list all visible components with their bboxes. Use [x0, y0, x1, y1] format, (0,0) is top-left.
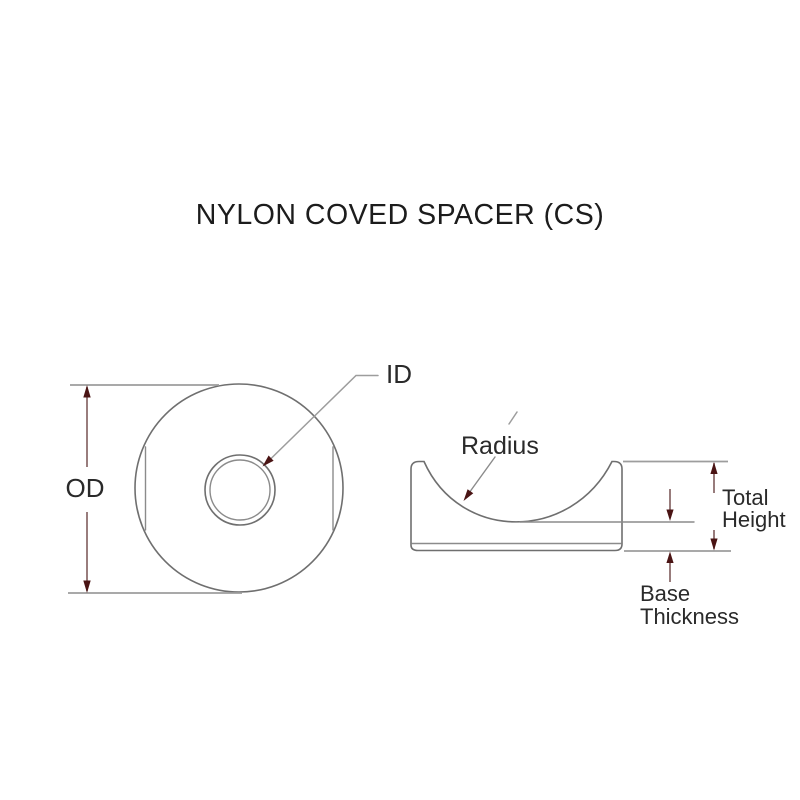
od-dimension: OD: [66, 384, 242, 594]
arrow-down-icon: [83, 580, 91, 593]
coved-profile-outline: [410, 460, 623, 552]
id-leader-line: [267, 374, 379, 463]
arrow-up-icon: [710, 462, 718, 474]
hole-inner-ring: [209, 459, 271, 521]
radius-label: Radius: [461, 432, 539, 460]
total-height-dimension: Total Height: [623, 460, 786, 552]
id-callout: ID: [262, 359, 412, 467]
top-view: OD ID: [66, 359, 412, 594]
arrow-up-icon: [666, 551, 674, 563]
total-height-label-line2: Height: [722, 507, 786, 532]
hole-outer-ring: [204, 454, 276, 526]
spacer-outer-circle: [134, 383, 344, 593]
radius-callout: Radius: [461, 432, 539, 501]
arrow-up-icon: [83, 385, 91, 398]
arrow-down-icon: [666, 509, 674, 521]
arrow-diagonal-icon: [262, 455, 274, 467]
od-label: OD: [66, 473, 105, 503]
leader-tick: [508, 411, 518, 425]
total-height-label-line1: Total: [722, 485, 768, 510]
page-title: NYLON COVED SPACER (CS): [196, 199, 604, 231]
arrow-diagonal-icon: [463, 489, 474, 501]
id-label: ID: [386, 359, 412, 389]
base-thickness-dimension: Base Thickness: [640, 489, 739, 629]
base-thickness-label-line1: Base: [640, 581, 690, 606]
radius-leader-line: [468, 456, 496, 494]
base-thickness-label-line2: Thickness: [640, 604, 739, 629]
arrow-down-icon: [710, 538, 718, 551]
side-view: Radius Total Height Base Thickness: [410, 411, 786, 629]
